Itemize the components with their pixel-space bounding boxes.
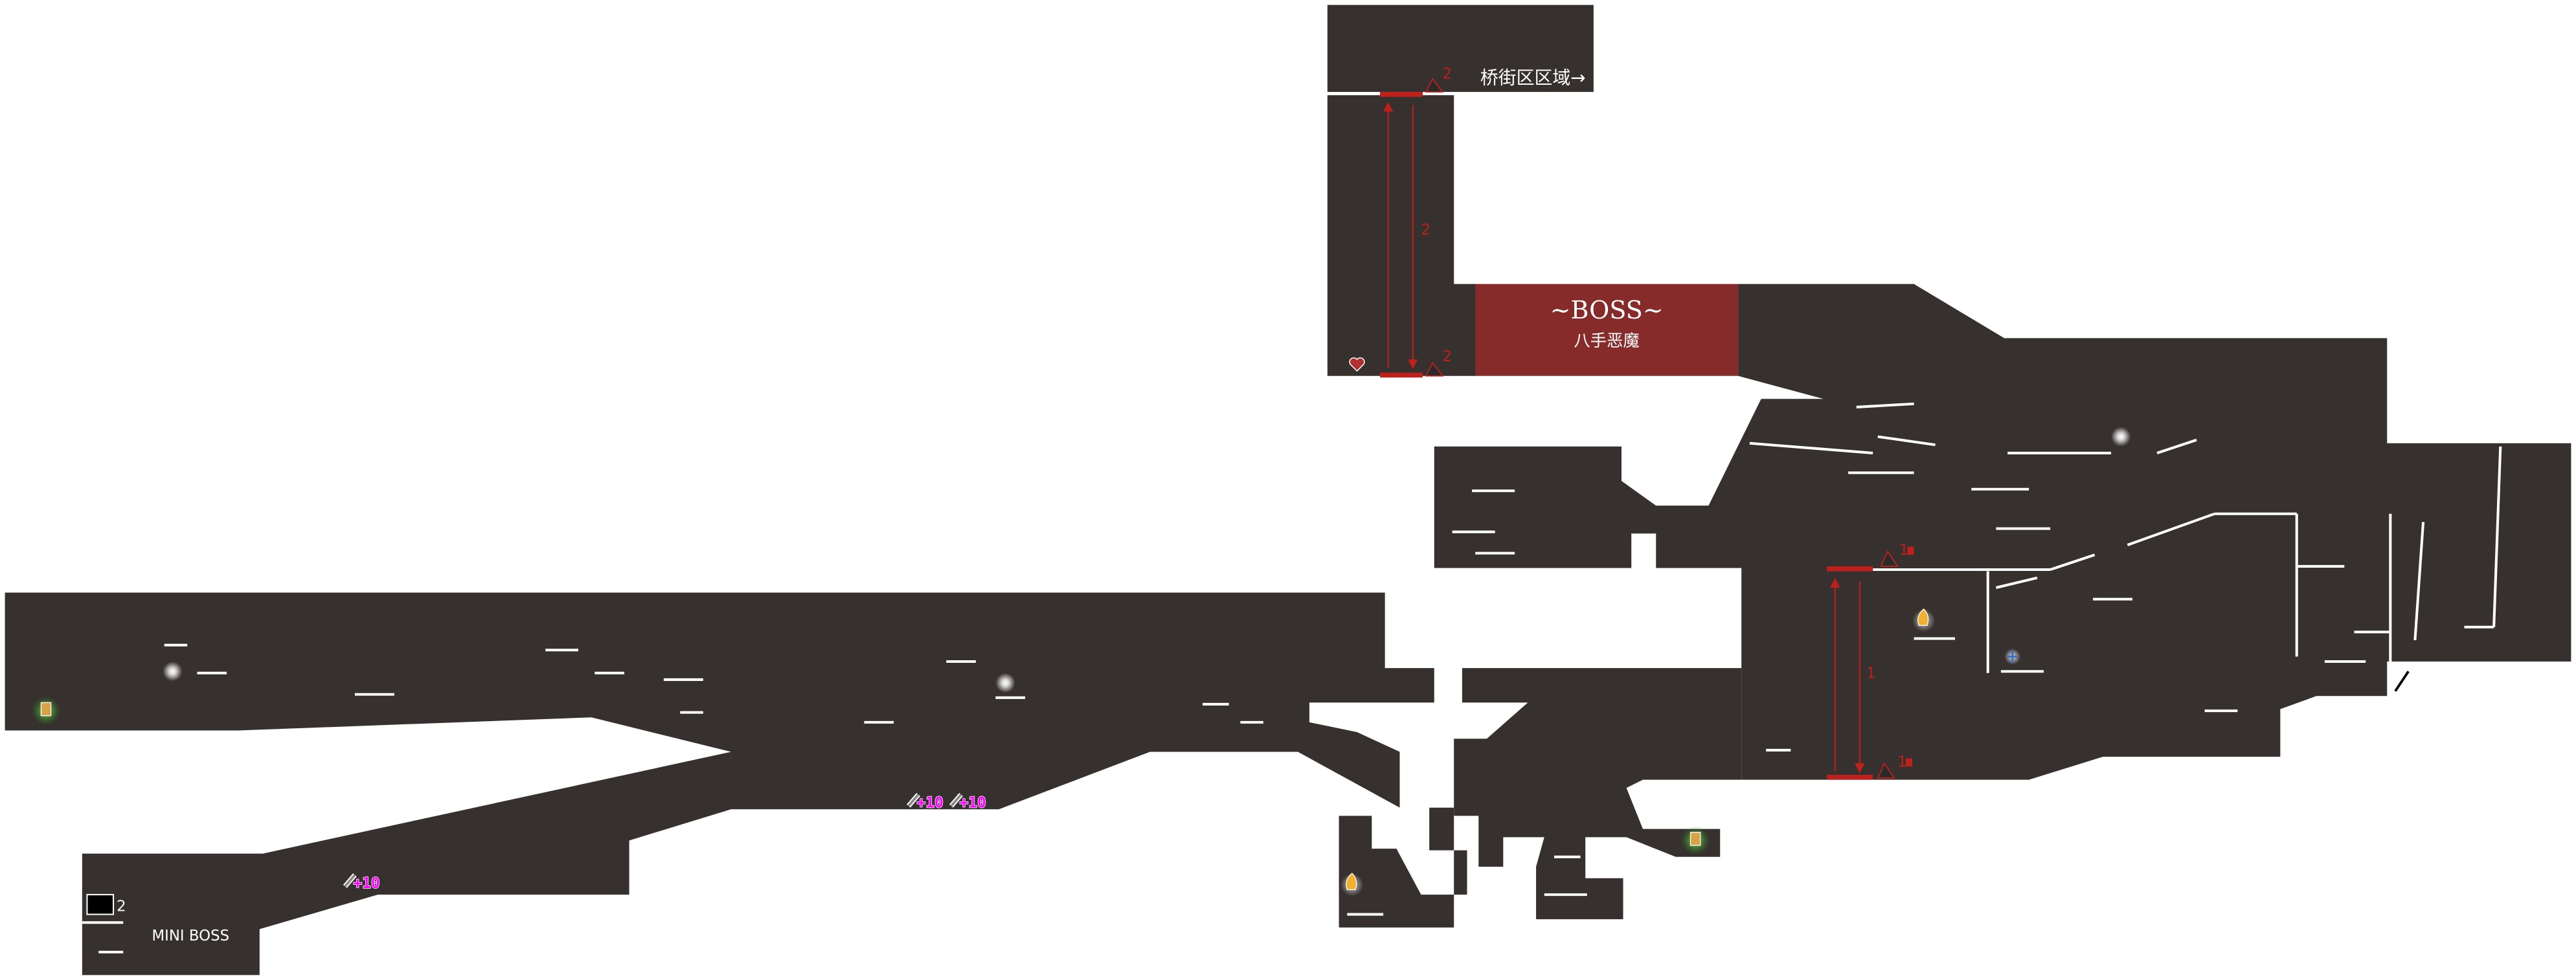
exit-room <box>1327 5 1594 93</box>
boss-title: ~BOSS~ <box>1550 296 1664 324</box>
grapple-icon <box>1880 550 1899 567</box>
shaft-connector <box>1452 284 1477 376</box>
south-cave <box>1339 807 1467 928</box>
orb-icon[interactable] <box>2111 427 2131 447</box>
vertical-shaft <box>1327 95 1454 376</box>
lantern-icon[interactable] <box>1680 825 1711 856</box>
boss-name: 八手恶魔 <box>1574 331 1639 350</box>
flame-icon[interactable] <box>1340 873 1364 896</box>
heart-icon[interactable] <box>1349 357 1365 372</box>
climb-route-upper <box>1380 92 1423 378</box>
sword-count: 3 <box>2408 686 2415 699</box>
orb-icon[interactable] <box>995 673 1015 693</box>
climb-count-lower-mid: 1 <box>1866 665 1876 682</box>
chain-icon[interactable] <box>907 792 921 808</box>
east-area <box>1434 284 2571 780</box>
boss-room <box>1475 284 1739 376</box>
ledges <box>82 92 2502 953</box>
lock-icon <box>1907 546 1914 555</box>
reward-label: +10 <box>353 875 379 892</box>
reward-label: +10 <box>960 795 986 812</box>
mini-boss-passage <box>82 752 731 975</box>
cross-icon[interactable] <box>2004 648 2021 665</box>
central-caves <box>1454 668 1742 920</box>
grapple-icon <box>1425 361 1444 377</box>
lantern-icon[interactable] <box>31 696 61 726</box>
book-icon[interactable] <box>86 894 115 915</box>
chain-icon[interactable] <box>343 873 357 888</box>
climb-route-lower <box>1827 566 1873 780</box>
grapple-icon <box>1877 762 1895 779</box>
climb-count-upper-top: 2 <box>1442 66 1452 83</box>
mini-boss-label: MINI BOSS <box>152 928 229 944</box>
lock-icon <box>1905 758 1913 767</box>
grapple-icon <box>1425 78 1444 93</box>
west-corridor <box>5 592 1434 810</box>
climb-count-upper-bottom: 2 <box>1442 348 1452 365</box>
climb-count-lower-bottom: 1 <box>1897 753 1907 770</box>
reward-label: +10 <box>917 795 943 812</box>
chain-icon[interactable] <box>949 792 964 808</box>
exit-area-label[interactable]: 桥街区区域→ <box>1480 67 1586 88</box>
flame-icon[interactable] <box>1912 608 1936 632</box>
climb-count-lower-top: 1 <box>1899 542 1909 559</box>
climb-count-upper-mid: 2 <box>1421 222 1430 239</box>
orb-icon[interactable] <box>163 662 183 682</box>
sword-icon[interactable] <box>2393 670 2411 693</box>
book-count: 2 <box>117 898 126 915</box>
